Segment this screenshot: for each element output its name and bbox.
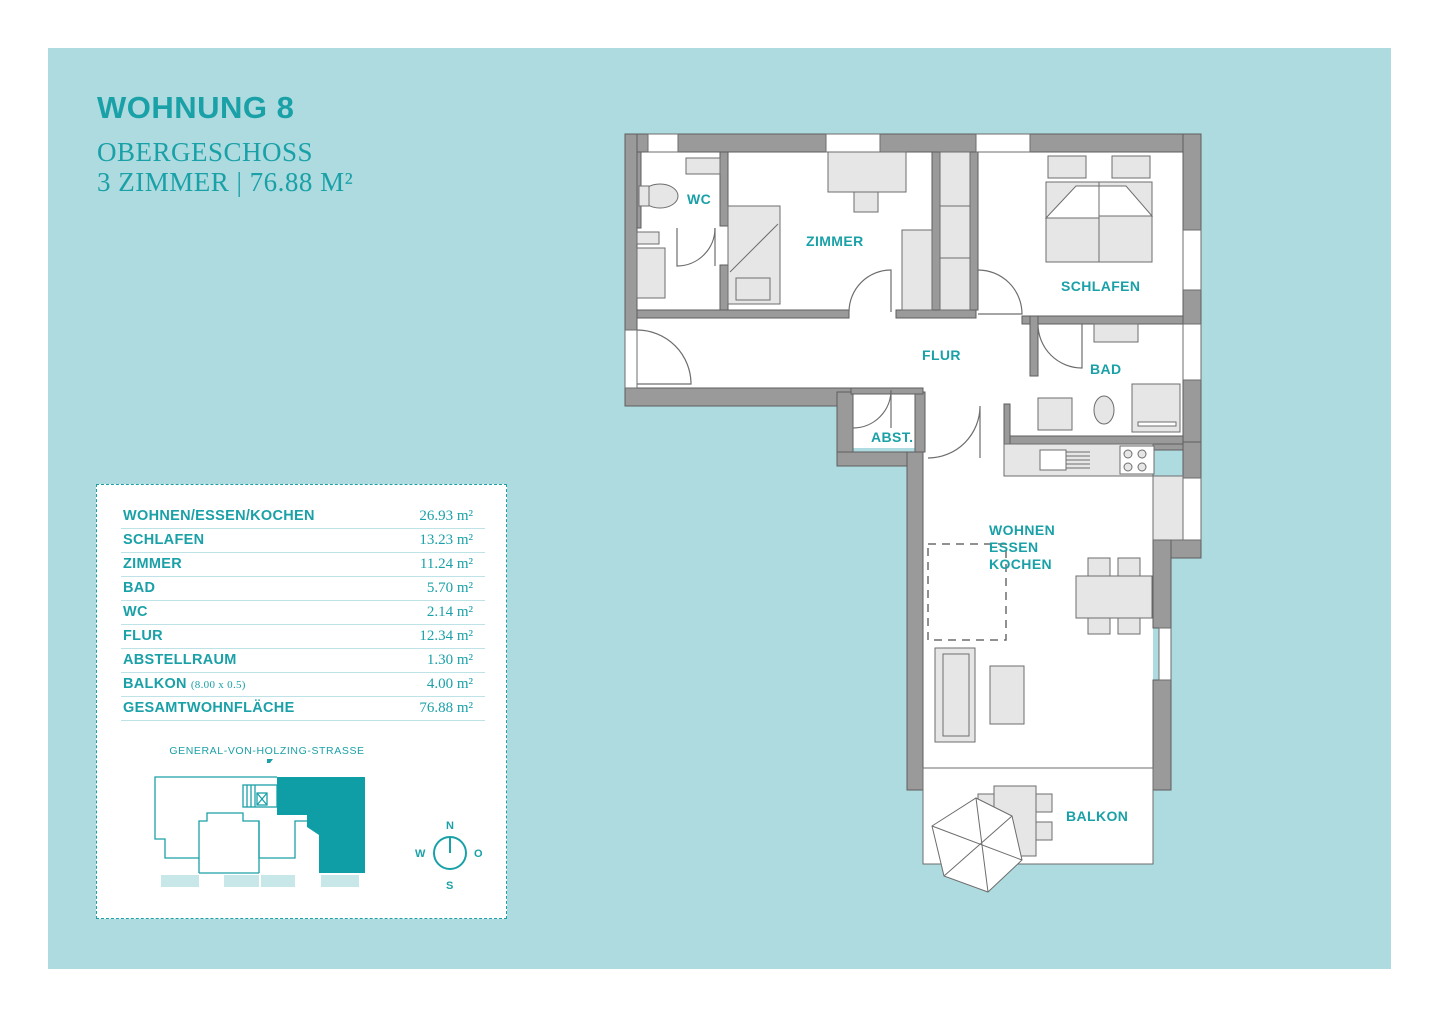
area-value: 76.88 m² [419, 700, 473, 716]
area-name: ZIMMER [123, 556, 182, 572]
area-value: 4.00 m² [426, 676, 473, 692]
compass-west: W [415, 848, 426, 860]
room-label-wc: WC [687, 191, 711, 207]
room-label-wohnen: WOHNEN [989, 522, 1055, 538]
area-name: SCHLAFEN [123, 532, 205, 548]
area-name: ABSTELLRAUM [123, 652, 237, 668]
area-name: BALKON(8.00 x 0.5) [123, 676, 246, 692]
area-row: ZIMMER 11.24 m² [121, 553, 485, 577]
area-value: 11.24 m² [419, 556, 473, 572]
site-plan [154, 759, 365, 887]
floor-label: OBERGESCHOSS [97, 137, 314, 167]
furniture [636, 151, 1184, 893]
room-label-kochen: KOCHEN [989, 556, 1052, 572]
room-label-zimmer: ZIMMER [806, 233, 864, 249]
room-label-flur: FLUR [922, 347, 961, 363]
apartment-summary: 3 ZIMMER | 76.88 M² [97, 167, 354, 197]
area-value: 2.14 m² [426, 604, 473, 620]
street-name: GENERAL-VON-HOLZING-STRASSE [169, 745, 365, 757]
windows [624, 133, 1202, 681]
area-name: BAD [123, 580, 156, 596]
info-box: WOHNEN/ESSEN/KOCHEN 26.93 m² SCHLAFEN 13.23… [96, 484, 507, 919]
area-table: WOHNEN/ESSEN/KOCHEN 26.93 m² SCHLAFEN 13.23… [121, 505, 485, 721]
area-value: 5.70 m² [426, 580, 473, 596]
area-row: BAD 5.70 m² [121, 577, 485, 601]
walls [624, 133, 1202, 791]
apartment-title: WOHNUNG 8 [97, 90, 295, 125]
room-label-essen: ESSEN [989, 539, 1038, 555]
room-label-schlafen: SCHLAFEN [1061, 278, 1140, 294]
area-value: 26.93 m² [419, 508, 473, 524]
room-label-abst: ABST. [871, 429, 913, 445]
apartment-highlight [277, 777, 365, 873]
compass: N O S W [415, 820, 483, 892]
area-row: GESAMTWOHNFLÄCHE 76.88 m² [121, 697, 485, 721]
ceiling-outline [927, 543, 1007, 641]
room-label-bad: BAD [1090, 361, 1122, 377]
site-balconies [161, 875, 359, 887]
area-name: WOHNEN/ESSEN/KOCHEN [123, 508, 315, 524]
area-row: WC 2.14 m² [121, 601, 485, 625]
area-value: 13.23 m² [419, 532, 473, 548]
doors [636, 227, 1083, 459]
area-name: WC [123, 604, 148, 620]
area-row: FLUR 12.34 m² [121, 625, 485, 649]
area-name: GESAMTWOHNFLÄCHE [123, 700, 295, 716]
area-note: (8.00 x 0.5) [190, 679, 246, 691]
area-row: WOHNEN/ESSEN/KOCHEN 26.93 m² [121, 505, 485, 529]
area-row: ABSTELLRAUM 1.30 m² [121, 649, 485, 673]
area-row: SCHLAFEN 13.23 m² [121, 529, 485, 553]
compass-east: O [474, 848, 483, 860]
compass-north: N [446, 820, 454, 832]
room-label-balkon: BALKON [1066, 808, 1128, 824]
street-marker [267, 759, 273, 763]
compass-south: S [446, 880, 453, 892]
area-value: 1.30 m² [426, 652, 473, 668]
area-name: FLUR [123, 628, 163, 644]
area-value: 12.34 m² [419, 628, 473, 644]
area-row: BALKON(8.00 x 0.5) 4.00 m² [121, 673, 485, 697]
